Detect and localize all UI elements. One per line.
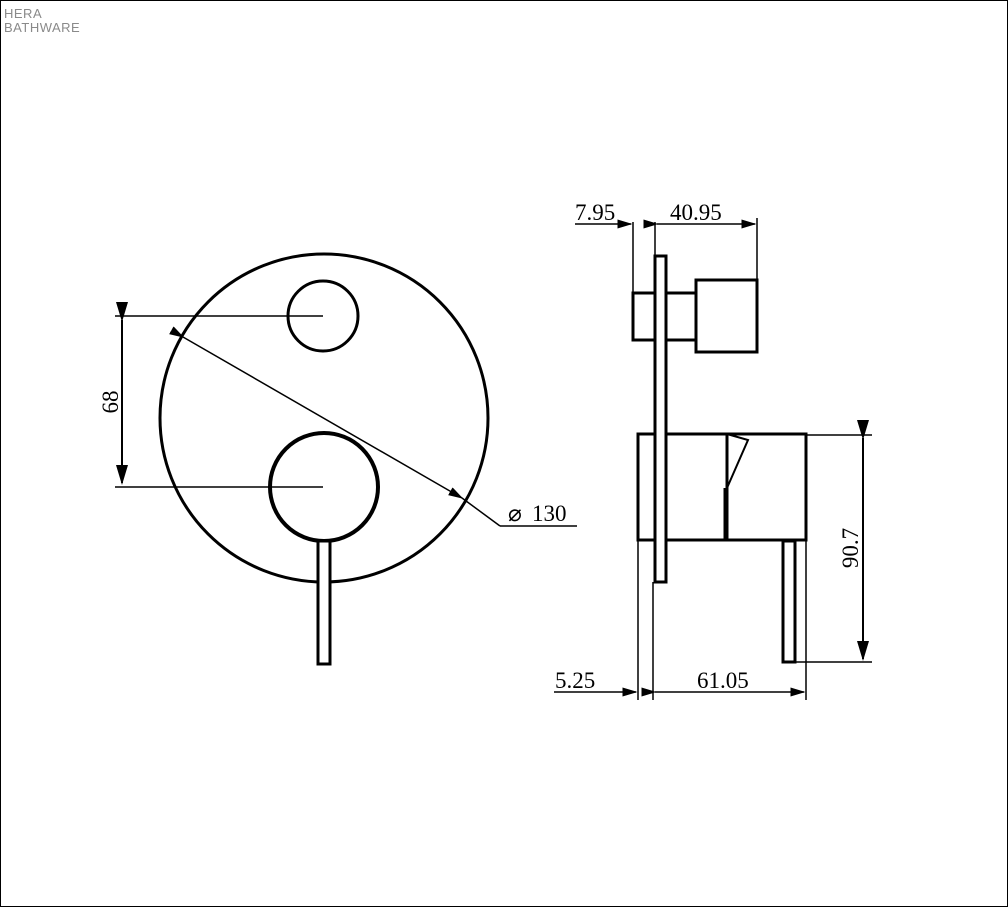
side-view [631, 254, 808, 664]
dimension-61-05: 61.05 [697, 668, 749, 693]
logo-line-2: BATHWARE [4, 20, 81, 35]
knob-cap [694, 278, 759, 354]
logo-line-1: HERA [4, 6, 43, 21]
brand-logo: HERA BATHWARE [3, 3, 95, 37]
dimension-7-95: 7.95 [575, 200, 615, 225]
wall-plate [653, 254, 668, 584]
dimension-68: 68 [98, 391, 123, 414]
front-view [115, 252, 577, 666]
side-lever [781, 539, 797, 664]
lever-body [725, 432, 808, 542]
dimension-40-95: 40.95 [670, 200, 722, 225]
mixer-body-rear [636, 432, 657, 542]
dimension-90-7: 90.7 [838, 528, 863, 568]
diameter-symbol: ⌀ [508, 501, 522, 526]
dimension-130: 130 [532, 501, 567, 526]
mixer-body [664, 432, 729, 542]
knob-base [631, 291, 657, 342]
dimension-5-25: 5.25 [555, 668, 595, 693]
knob-shaft [664, 291, 698, 342]
lever-handle [316, 539, 332, 666]
